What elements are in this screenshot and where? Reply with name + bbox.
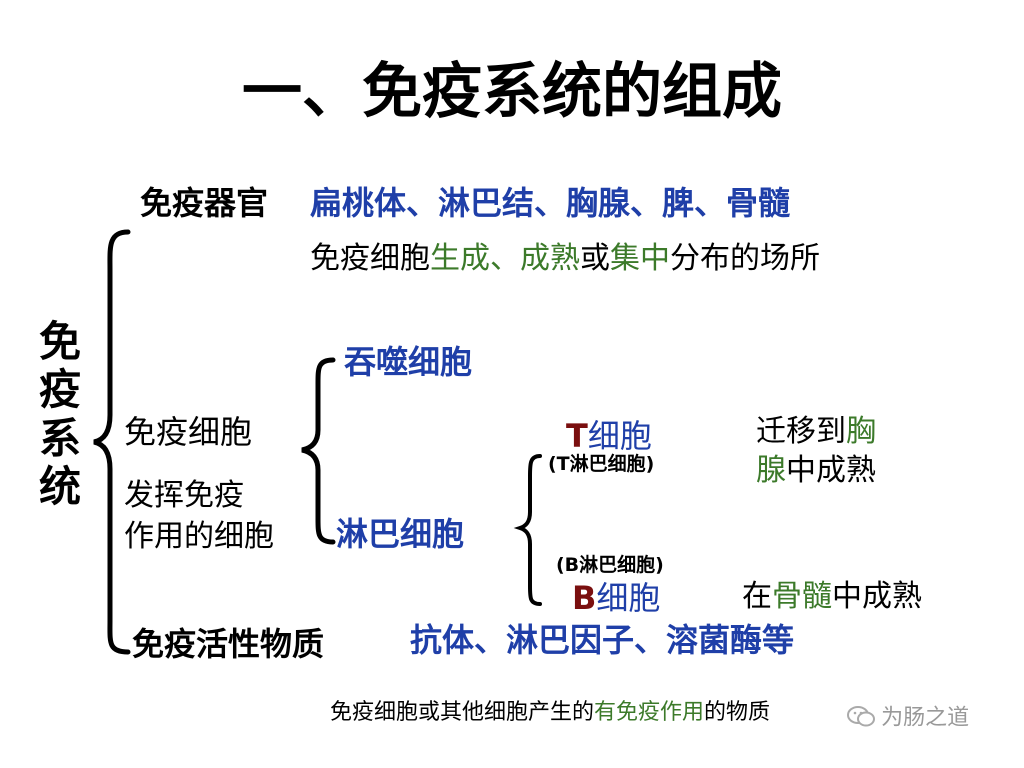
active-desc-part2: 有免疫作用	[594, 700, 705, 725]
t-cell-note-line2: 腺中成熟	[756, 456, 876, 486]
root-label: 免疫系统	[38, 317, 81, 511]
b-cell-letter: B	[572, 579, 597, 617]
organs-label: 免疫器官	[140, 184, 269, 222]
b-cell-note-part1: 在	[742, 579, 772, 614]
t-cell-note-line1: 迁移到胸	[756, 417, 876, 447]
t-cell-note-part4: 中成熟	[786, 453, 876, 488]
t-cell-alias: (T淋巴细胞)	[548, 453, 655, 475]
active-desc-part3: 的物质	[704, 700, 771, 725]
active-label: 免疫活性物质	[132, 625, 325, 663]
active-desc-part1: 免疫细胞或其他细胞产生的	[330, 700, 595, 725]
t-cell-word: 细胞	[587, 417, 652, 455]
wechat-icon	[846, 704, 876, 733]
b-cell-label: B细胞	[572, 582, 660, 614]
organs-desc-part2: 生成、成熟	[430, 241, 580, 276]
active-examples: 抗体、淋巴因子、溶菌酶等	[410, 621, 795, 659]
b-cell-note: 在骨髓中成熟	[742, 582, 922, 612]
page-title: 一、免疫系统的组成	[242, 57, 782, 127]
cells-brace	[301, 357, 336, 545]
organs-desc-part4: 集中	[610, 241, 670, 276]
b-cell-note-part3: 中成熟	[832, 579, 922, 614]
b-cell-note-part2: 骨髓	[772, 579, 832, 614]
phagocyte-label: 吞噬细胞	[344, 343, 473, 381]
watermark: 为肠之道	[846, 704, 969, 733]
b-cell-word: 细胞	[596, 579, 661, 617]
cells-label: 免疫细胞	[124, 413, 253, 451]
organs-desc-part5: 分布的场所	[670, 241, 820, 276]
watermark-text: 为肠之道	[881, 705, 970, 731]
t-cell-note-part3: 腺	[756, 453, 786, 488]
organs-examples: 扁桃体、淋巴结、胸腺、脾、骨髓	[310, 184, 791, 222]
t-cell-note-part2: 胸	[846, 414, 876, 449]
lymphocyte-label: 淋巴细胞	[336, 515, 465, 553]
active-description: 免疫细胞或其他细胞产生的有免疫作用的物质	[330, 702, 770, 724]
lymphocyte-brace	[513, 454, 542, 606]
t-cell-letter: T	[566, 417, 588, 455]
b-cell-alias: (B淋巴细胞)	[556, 554, 664, 576]
cells-desc-line1: 发挥免疫	[124, 478, 244, 513]
organs-description: 免疫细胞生成、成熟或集中分布的场所	[310, 244, 820, 274]
organs-desc-part1: 免疫细胞	[310, 241, 430, 276]
t-cell-note-part1: 迁移到	[756, 414, 846, 449]
main-brace	[93, 229, 131, 655]
organs-desc-part3: 或	[580, 241, 610, 276]
cells-desc-line2: 作用的细胞	[124, 519, 274, 554]
t-cell-label: T细胞	[566, 420, 652, 452]
